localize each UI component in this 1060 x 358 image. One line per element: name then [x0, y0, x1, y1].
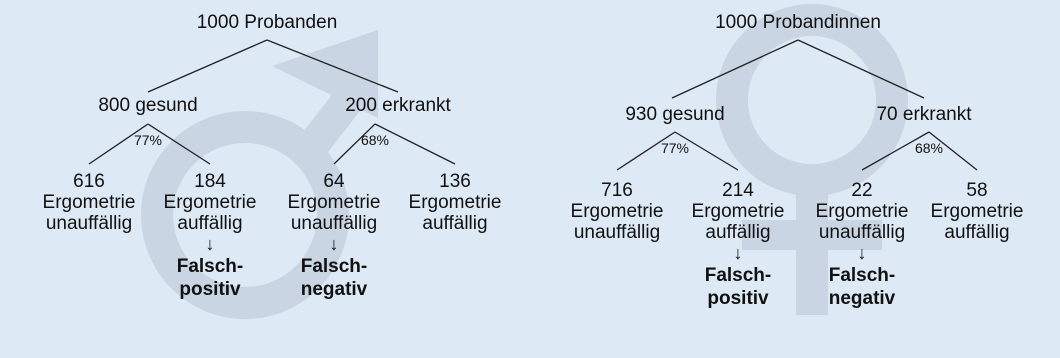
root-probanden: 1000 Probanden	[196, 12, 338, 33]
edge-erkrankt-22	[861, 131, 930, 171]
result-line2: negativ	[828, 288, 896, 309]
leaf-line2: auffällig	[944, 222, 1010, 243]
down-arrow-icon: ↓	[205, 234, 215, 254]
leaf-line2: auffällig	[422, 213, 488, 234]
leaf-count: 58	[966, 180, 988, 201]
node-gesund-female: 930 gesund	[625, 104, 725, 125]
percent-gesund-male: 77%	[133, 132, 163, 148]
edge-erkrankt-64	[333, 123, 376, 165]
leaf-line2: unauffällig	[573, 222, 661, 243]
leaf-136: 136 Ergometrie auffällig	[409, 171, 502, 234]
leaf-line2: auffällig	[177, 213, 243, 234]
male-symbol-icon	[141, 30, 378, 319]
root-probandinnen: 1000 Probandinnen	[715, 12, 881, 33]
leaf-count: 214	[722, 180, 754, 201]
down-arrow-icon: ↓	[857, 243, 867, 263]
leaf-64: 64 Ergometrie unauffällig ↓ Falsch- nega…	[288, 171, 381, 301]
leaf-count: 22	[851, 180, 873, 201]
node-erkrankt-female: 70 erkrankt	[876, 104, 972, 125]
edge-probanden-gesund	[147, 39, 268, 93]
leaf-58: 58 Ergometrie auffällig	[931, 180, 1024, 243]
edge-probandinnen-erkrankt	[797, 39, 925, 99]
result-line2: positiv	[179, 279, 241, 300]
leaf-line2: unauffällig	[818, 222, 906, 243]
leaf-count: 64	[323, 171, 345, 192]
edge-gesund-184	[147, 123, 211, 165]
leaf-22: 22 Ergometrie unauffällig ↓ Falsch- nega…	[816, 180, 909, 310]
result-falsch-negativ-male: Falsch- negativ	[288, 255, 381, 301]
percent-gesund-female: 77%	[660, 140, 690, 156]
leaf-line2: unauffällig	[45, 213, 133, 234]
result-line2: negativ	[300, 279, 368, 300]
down-arrow-icon: ↓	[329, 234, 339, 254]
leaf-count: 136	[439, 171, 471, 192]
leaf-line1: Ergometrie	[408, 192, 502, 213]
leaf-line2: unauffällig	[290, 213, 378, 234]
node-gesund-male: 800 gesund	[98, 95, 198, 116]
leaf-line1: Ergometrie	[815, 201, 909, 222]
leaf-line1: Ergometrie	[42, 192, 136, 213]
leaf-count: 616	[73, 171, 105, 192]
leaf-line2: auffällig	[705, 222, 771, 243]
leaf-line1: Ergometrie	[691, 201, 785, 222]
result-line1: Falsch-	[828, 265, 896, 286]
leaf-line1: Ergometrie	[287, 192, 381, 213]
leaf-616: 616 Ergometrie unauffällig	[43, 171, 136, 234]
leaf-716: 716 Ergometrie unauffällig	[571, 180, 664, 243]
edge-probandinnen-gesund	[671, 39, 799, 99]
leaf-line1: Ergometrie	[163, 192, 257, 213]
result-falsch-positiv-female: Falsch- positiv	[692, 264, 785, 310]
node-erkrankt-male: 200 erkrankt	[345, 95, 451, 116]
edge-gesund-616	[88, 123, 149, 165]
result-line1: Falsch-	[704, 265, 772, 286]
percent-erkrankt-male: 68%	[360, 132, 390, 148]
result-falsch-negativ-female: Falsch- negativ	[816, 264, 909, 310]
edge-gesund-716	[616, 131, 676, 171]
edge-gesund-214	[674, 131, 739, 171]
leaf-count: 184	[194, 171, 226, 192]
down-arrow-icon: ↓	[733, 243, 743, 263]
result-falsch-positiv-male: Falsch- positiv	[164, 255, 257, 301]
leaf-line1: Ergometrie	[930, 201, 1024, 222]
edge-erkrankt-136	[374, 123, 456, 165]
leaf-214: 214 Ergometrie auffällig ↓ Falsch- posit…	[692, 180, 785, 310]
leaf-line1: Ergometrie	[570, 201, 664, 222]
result-line1: Falsch-	[300, 256, 368, 277]
leaf-184: 184 Ergometrie auffällig ↓ Falsch- posit…	[164, 171, 257, 301]
edge-erkrankt-58	[928, 131, 978, 171]
percent-erkrankt-female: 68%	[914, 140, 944, 156]
edge-probanden-erkrankt	[266, 39, 399, 93]
leaf-count: 716	[601, 180, 633, 201]
result-line2: positiv	[707, 288, 769, 309]
female-symbol-icon	[716, 4, 908, 315]
result-line1: Falsch-	[176, 256, 244, 277]
